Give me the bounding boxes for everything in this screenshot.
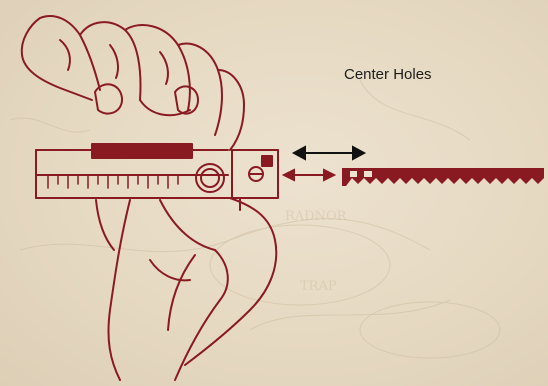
blade-center-holes	[350, 171, 372, 177]
center-holes-label: Center Holes	[344, 66, 432, 83]
fingernail	[94, 83, 124, 115]
red-dimension-arrow	[281, 168, 337, 182]
svg-text:TRAP: TRAP	[300, 279, 337, 294]
clamp-bar	[91, 143, 193, 159]
middle-finger	[79, 21, 142, 101]
fingernail	[174, 85, 199, 115]
svg-text:RADNOR: RADNOR	[285, 209, 348, 224]
jigsaw-blade	[342, 168, 544, 186]
adjustment-knob	[195, 163, 225, 193]
thumb	[184, 197, 278, 366]
black-dimension-arrow	[291, 145, 367, 161]
index-finger	[20, 17, 93, 101]
